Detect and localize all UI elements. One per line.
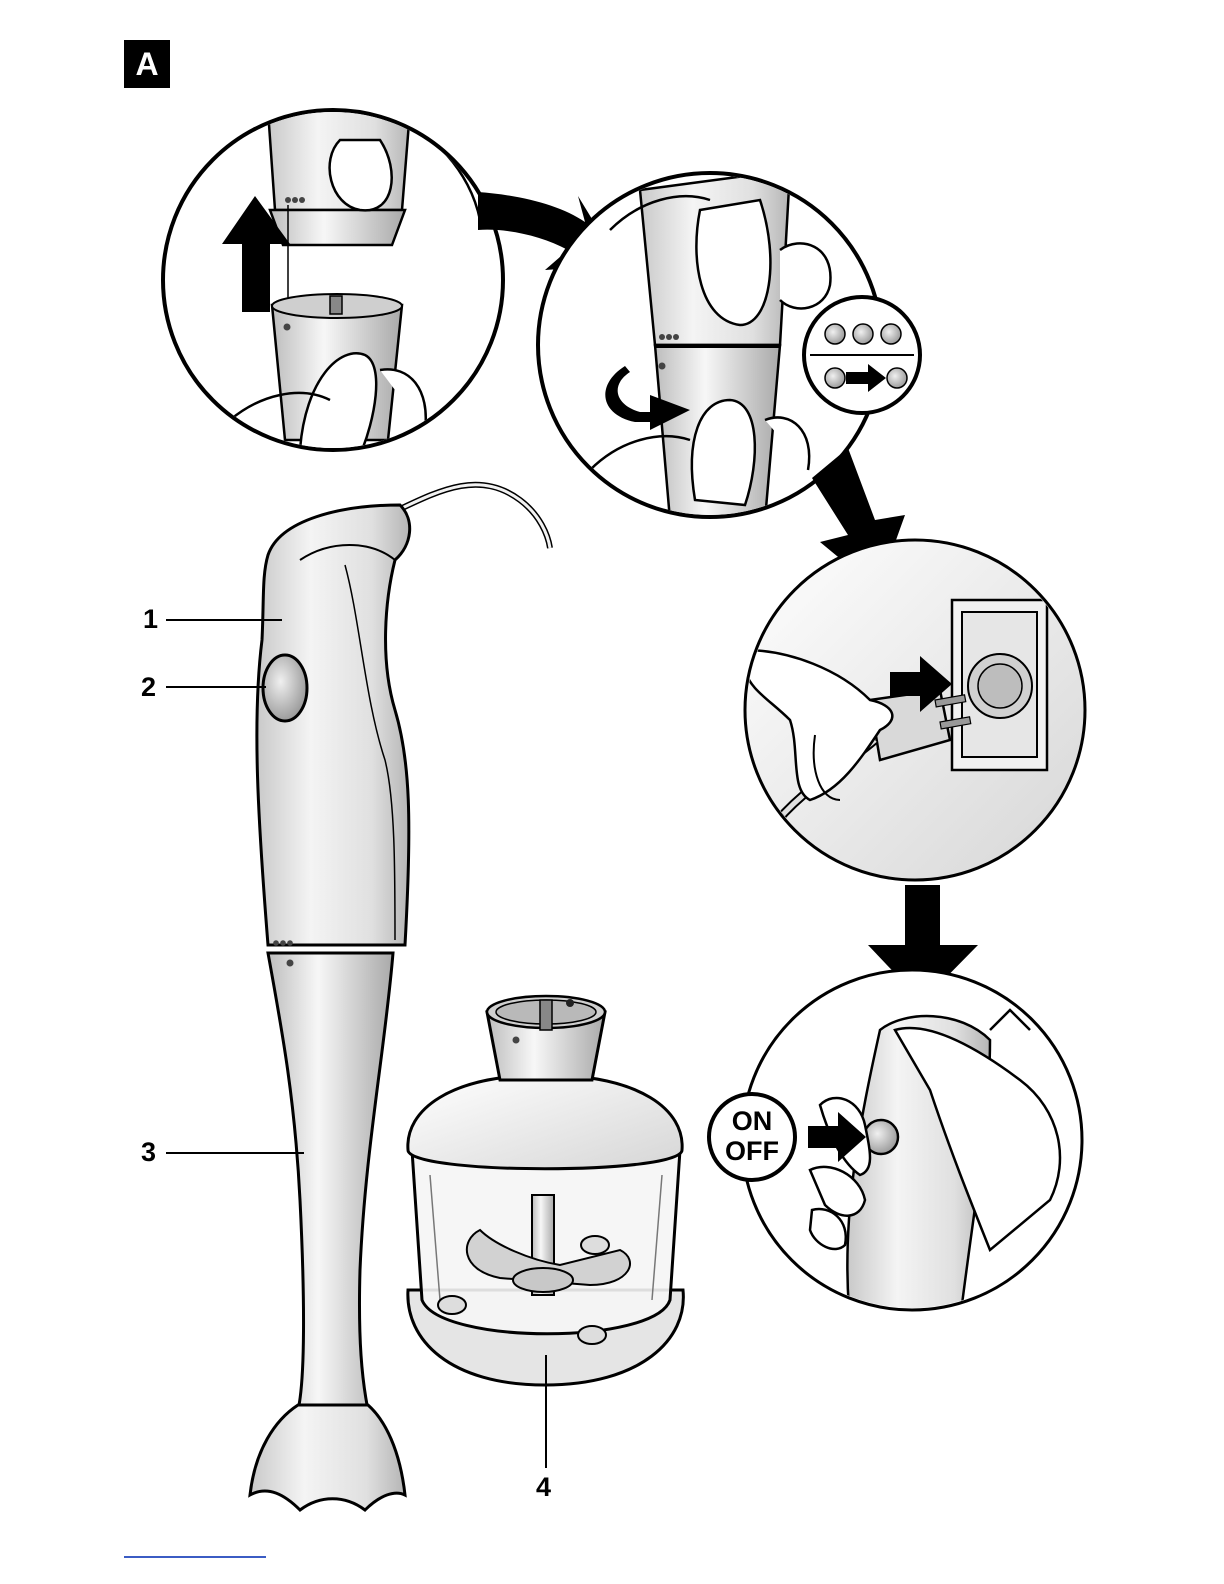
on-off-badge: ON OFF xyxy=(709,1094,795,1180)
part-number-2: 2 xyxy=(141,672,156,703)
dot-alignment-icon xyxy=(804,297,920,413)
socket-icon xyxy=(952,600,1047,770)
step-attach-shaft-circle xyxy=(163,110,503,455)
blending-foot xyxy=(250,1405,405,1510)
footer-rule xyxy=(124,1556,266,1558)
part-number-1: 1 xyxy=(143,604,158,635)
blender-shaft xyxy=(268,953,393,1410)
switch-label-off: OFF xyxy=(725,1136,779,1166)
part-number-4: 4 xyxy=(536,1472,551,1503)
step-plug-in-circle xyxy=(745,540,1085,880)
on-off-button-icon xyxy=(263,655,307,721)
part-number-3: 3 xyxy=(141,1137,156,1168)
motor-unit xyxy=(257,505,410,945)
switch-label-on: ON xyxy=(732,1106,773,1136)
chopper-attachment xyxy=(408,996,683,1385)
